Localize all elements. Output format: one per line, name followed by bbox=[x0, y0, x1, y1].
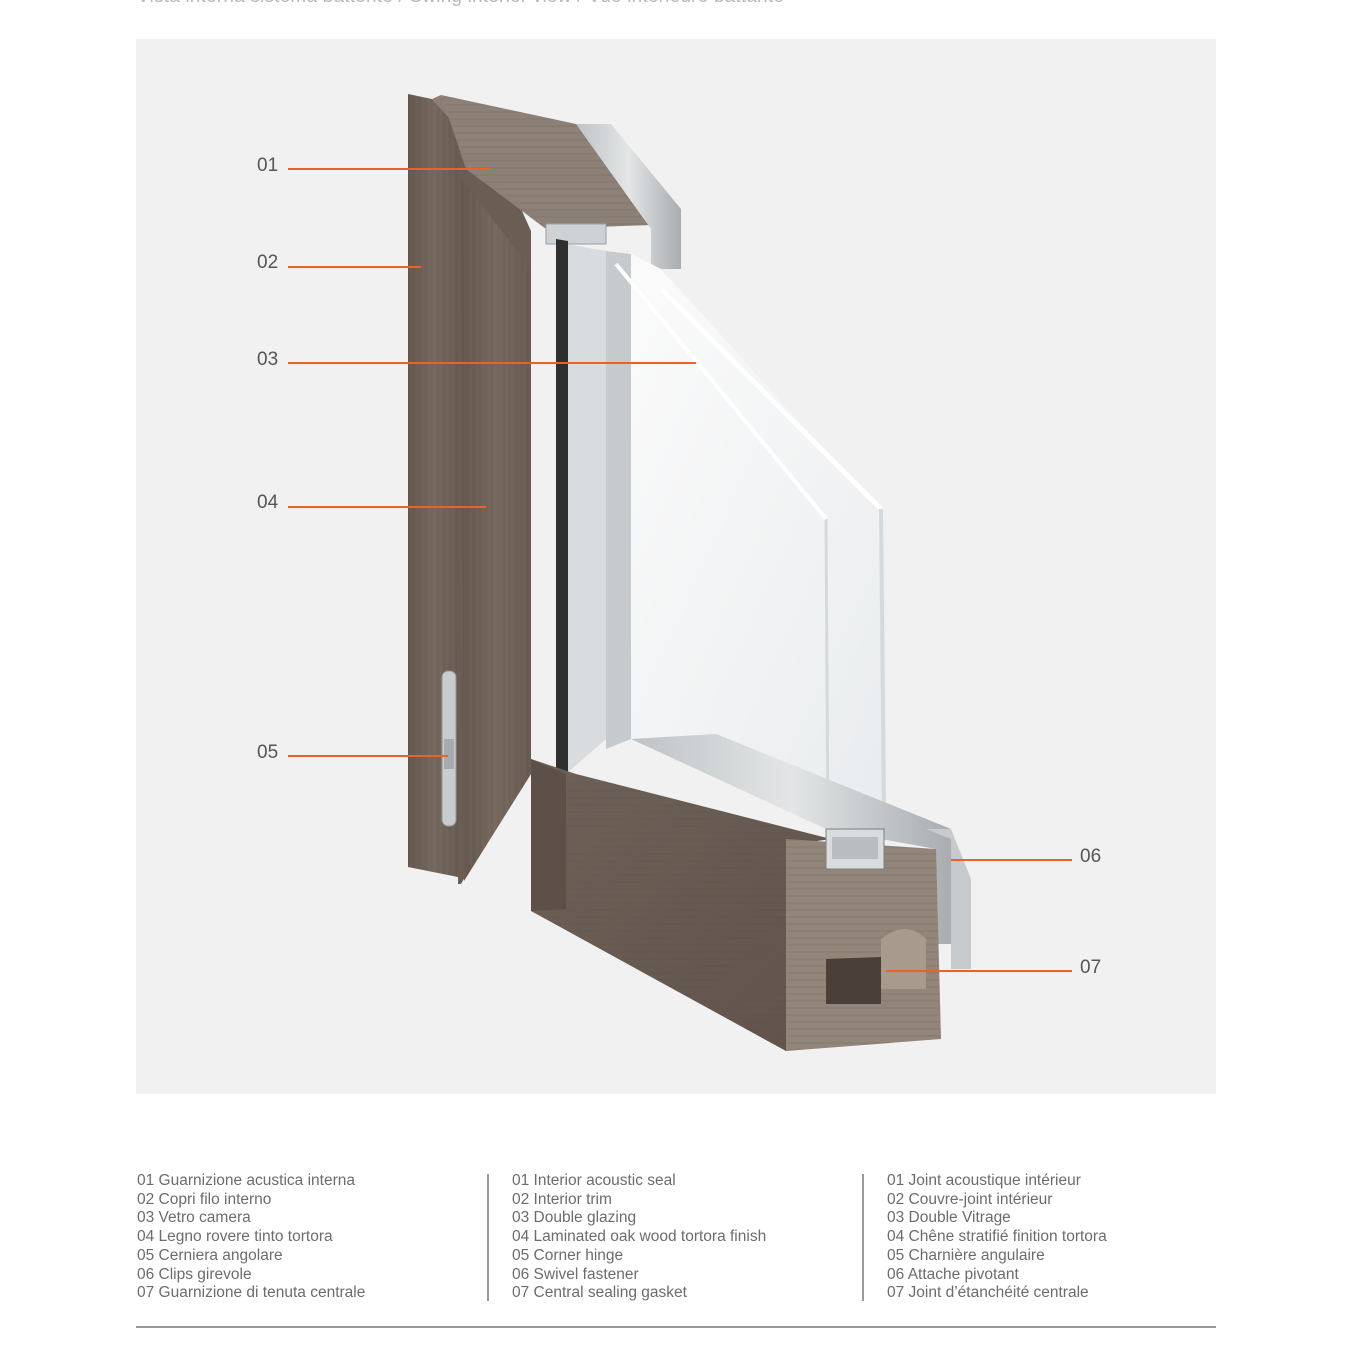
legend-item: 02 Couvre-joint intérieur bbox=[887, 1190, 1053, 1208]
legend-item: 06 Attache pivotant bbox=[887, 1265, 1019, 1283]
aluminium-profile-top bbox=[545, 124, 681, 269]
legend-item: 05 Cerniera angolare bbox=[137, 1246, 283, 1264]
aluminium-profile-bottom bbox=[631, 734, 971, 969]
page-header: Vista interna sistema battente / Swing i… bbox=[137, 0, 784, 8]
legend-item: 01 Joint acoustique intérieur bbox=[887, 1172, 1081, 1189]
legend-item: 03 Vetro camera bbox=[137, 1209, 251, 1227]
legend-item: 07 Guarnizione di tenuta centrale bbox=[137, 1284, 366, 1302]
sash-bottom-rail bbox=[531, 759, 941, 1051]
bottom-rule bbox=[136, 1326, 1216, 1328]
window-illustration bbox=[288, 94, 1072, 1051]
callout-05: 05 bbox=[257, 742, 279, 763]
callout-06: 06 bbox=[1080, 846, 1102, 867]
legend-item: 01 Interior acoustic seal bbox=[512, 1172, 676, 1189]
callout-07: 07 bbox=[1080, 957, 1102, 978]
callout-lines bbox=[288, 168, 1072, 972]
legend-item: 01 Guarnizione acustica interna bbox=[137, 1172, 355, 1189]
column-divider bbox=[862, 1174, 864, 1301]
legend-french: 01 Joint acoustique intérieur 02 Couvre-… bbox=[887, 1172, 1107, 1303]
legend-item: 04 Laminated oak wood tortora finish bbox=[512, 1228, 767, 1246]
legend-item: 04 Chêne stratifié finition tortora bbox=[887, 1228, 1107, 1246]
legend-item: 06 Clips girevole bbox=[137, 1265, 252, 1283]
callout-01: 01 bbox=[257, 155, 279, 176]
callout-03: 03 bbox=[257, 349, 279, 370]
corner-hinge bbox=[441, 670, 457, 827]
window-section-figure: 01 02 03 04 05 06 07 bbox=[136, 39, 1216, 1094]
legend-item: 04 Legno rovere tinto tortora bbox=[137, 1228, 333, 1246]
legend-item: 07 Joint d’étanchéité centrale bbox=[887, 1284, 1089, 1302]
callout-02: 02 bbox=[257, 252, 279, 273]
callout-04: 04 bbox=[257, 492, 279, 513]
sash-vertical bbox=[441, 95, 676, 884]
legend-italian: 01 Guarnizione acustica interna 02 Copri… bbox=[137, 1172, 365, 1303]
legend-english: 01 Interior acoustic seal 02 Interior tr… bbox=[512, 1172, 766, 1303]
legend-item: 07 Central sealing gasket bbox=[512, 1284, 687, 1302]
legend-item: 03 Double Vitrage bbox=[887, 1209, 1011, 1227]
legend-item: 02 Interior trim bbox=[512, 1190, 612, 1208]
legend-item: 05 Charnière angulaire bbox=[887, 1246, 1045, 1264]
column-divider bbox=[487, 1174, 489, 1301]
legend-item: 03 Double glazing bbox=[512, 1209, 637, 1227]
interior-trim bbox=[408, 94, 466, 877]
legend-item: 02 Copri filo interno bbox=[137, 1190, 272, 1208]
legend-item: 06 Swivel fastener bbox=[512, 1265, 639, 1283]
legend-item: 05 Corner hinge bbox=[512, 1246, 624, 1264]
